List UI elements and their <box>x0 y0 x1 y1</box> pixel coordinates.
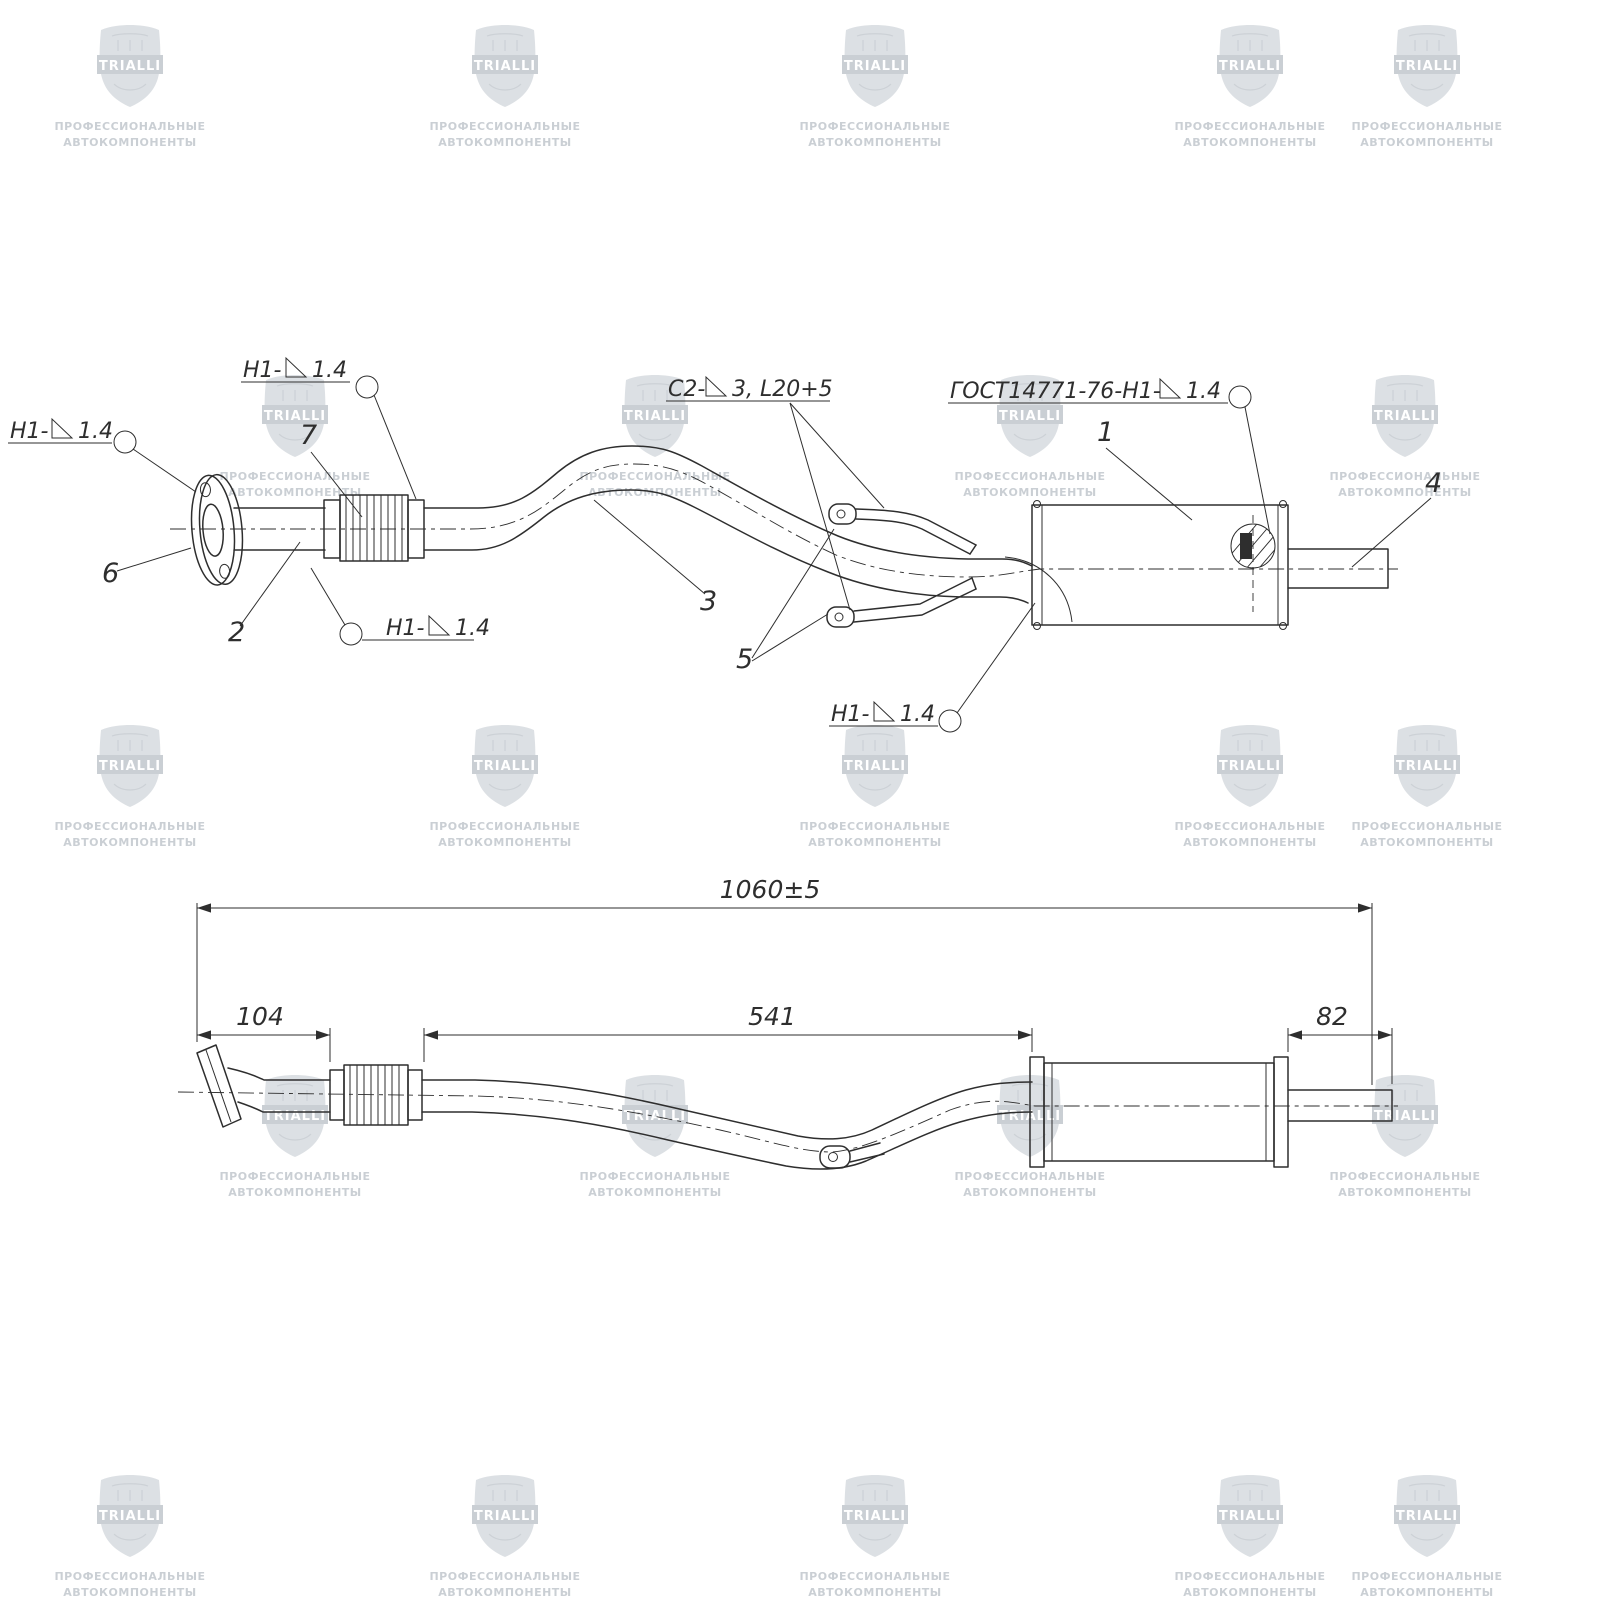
hanger-rod-lower <box>826 577 977 628</box>
fillet-weld-symbol-icon <box>51 417 74 439</box>
weld-all-around-circle <box>1228 385 1252 409</box>
flex-coupling <box>323 494 425 562</box>
side-hanger-eye <box>819 1142 885 1169</box>
inlet-flange <box>190 473 244 586</box>
fillet-weld-symbol-icon <box>428 614 451 636</box>
callout-weld-h1-left: H1- 1.4 <box>8 417 197 493</box>
part-number: 3 <box>700 586 717 617</box>
weld-all-around-circle <box>339 622 363 646</box>
callout-weld-gost: ГОСТ14771-76-Н1- 1.4 <box>948 377 1271 535</box>
callout-value: 1.4 <box>455 616 490 641</box>
fillet-weld-symbol-icon <box>705 375 728 397</box>
dim-front: 104 <box>236 1002 284 1031</box>
callout-value: 3, L20+5 <box>732 377 833 402</box>
fillet-weld-symbol-icon <box>873 700 896 722</box>
part-number: 4 <box>1425 468 1442 499</box>
fillet-weld-symbol-icon <box>1159 377 1182 399</box>
front-pipe <box>233 507 326 551</box>
dim-middle: 541 <box>748 1002 796 1031</box>
weld-seam-detail <box>1230 523 1276 569</box>
callout-text: H1- <box>386 616 425 641</box>
dimensions: 1060±5 104 541 82 <box>196 875 1393 1085</box>
side-inlet-flange <box>196 1044 242 1128</box>
label-part-5-hanger: 5 <box>736 528 835 675</box>
callout-value: 1.4 <box>1186 379 1221 404</box>
weld-all-around-circle <box>113 430 137 454</box>
callout-value: 1.4 <box>312 358 347 383</box>
label-part-4-tail-pipe: 4 <box>1351 468 1442 568</box>
side-tail-pipe <box>1287 1089 1393 1122</box>
extension-lines <box>196 903 1393 1085</box>
hanger-rod-upper <box>828 503 977 555</box>
part-number: 6 <box>102 558 119 589</box>
side-muffler <box>1029 1056 1289 1168</box>
callout-value: 1.4 <box>78 419 113 444</box>
mid-pipe <box>423 445 1073 623</box>
side-mid-pipe <box>421 1079 1033 1170</box>
label-part-7-flex: 7 <box>300 420 363 518</box>
weld-callouts: H1- 1.4 H1- 1.4 H1- 1.4 H1- 1.4 <box>8 356 1271 733</box>
label-part-6-flange: 6 <box>102 547 192 589</box>
part-labels: 1 2 3 4 5 6 7 <box>102 417 1442 675</box>
callout-text: H1- <box>831 702 870 727</box>
watermark-layer <box>53 24 1504 1600</box>
side-view <box>177 1044 1398 1170</box>
callout-text: H1- <box>10 419 49 444</box>
callout-text: ГОСТ14771-76-Н1- <box>950 379 1161 404</box>
fillet-weld-symbol-icon <box>285 356 308 378</box>
callout-value: 1.4 <box>900 702 935 727</box>
callout-weld-h1-top: H1- 1.4 <box>241 356 417 500</box>
part-number: 1 <box>1097 417 1114 448</box>
label-part-3-mid-pipe: 3 <box>593 499 717 617</box>
label-part-1-muffler: 1 <box>1097 417 1193 521</box>
callout-weld-c2: C2- 3, L20+5 <box>666 375 885 611</box>
muffler <box>1031 500 1289 630</box>
label-part-2-front-pipe: 2 <box>228 541 301 648</box>
callout-text: C2- <box>668 377 705 402</box>
callout-text: H1- <box>243 358 282 383</box>
weld-all-around-circle <box>938 709 962 733</box>
part-number: 5 <box>736 644 753 675</box>
callout-weld-h1-mid: H1- 1.4 <box>310 567 490 646</box>
side-front-pipe <box>227 1067 331 1113</box>
dim-rear: 82 <box>1316 1002 1348 1031</box>
top-view <box>170 445 1398 630</box>
weld-all-around-circle <box>355 375 379 399</box>
tail-pipe <box>1287 548 1389 589</box>
callout-weld-h1-bottom: H1- 1.4 <box>829 602 1036 733</box>
side-flex-coupling <box>329 1064 423 1126</box>
dim-overall: 1060±5 <box>720 875 820 904</box>
top-view-centerline <box>170 463 1398 578</box>
side-view-centerline <box>177 1091 1398 1153</box>
part-number: 7 <box>300 420 317 451</box>
